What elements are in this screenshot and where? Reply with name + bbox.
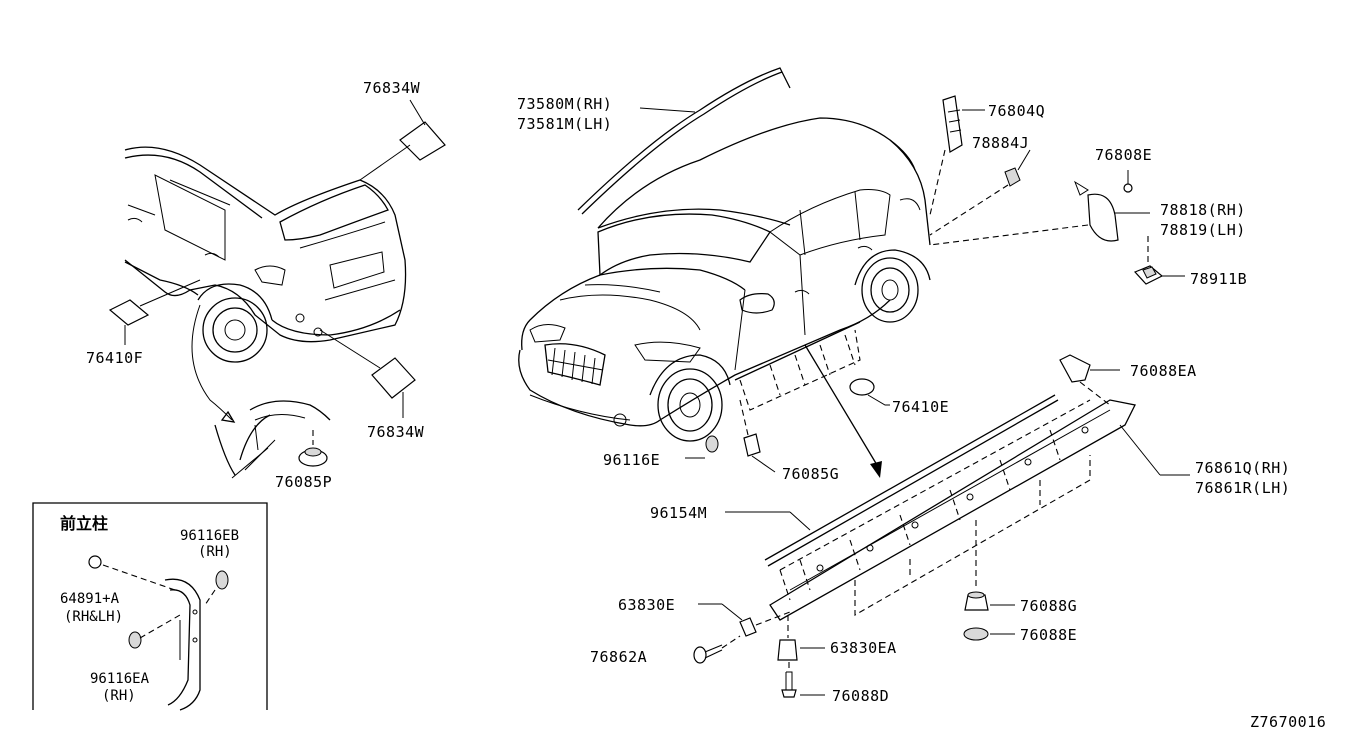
label-76410f: 76410F <box>86 349 143 367</box>
label-96116eb: 96116EB <box>180 528 239 544</box>
fuel-lid-icon <box>929 170 1150 246</box>
grommet-96116e-icon <box>685 435 719 459</box>
label-78884j: 78884J <box>972 134 1029 152</box>
label-96116e: 96116E <box>603 451 660 469</box>
clip-76088e-icon <box>963 627 1015 641</box>
label-73581m: 73581M(LH) <box>517 115 612 133</box>
label-76088g: 76088G <box>1020 597 1077 615</box>
diagram-id: Z7670016 <box>1250 713 1326 731</box>
label-76862a: 76862A <box>590 648 647 666</box>
clip-76088ea-icon <box>1059 354 1120 406</box>
label-73580m: 73580M(RH) <box>517 95 612 113</box>
label-64891a: 64891+A <box>60 591 120 607</box>
screw-76862a-icon <box>693 635 741 664</box>
pillar-inset <box>32 502 268 711</box>
clip-76085g-icon <box>739 399 776 473</box>
rear-fender-detail-icon <box>214 400 331 479</box>
label-96116ea: 96116EA <box>90 671 150 687</box>
label-76085g: 76085G <box>782 465 839 483</box>
pad-76834w-top-icon <box>399 121 446 161</box>
label-76085p: 76085P <box>275 473 332 491</box>
label-76861r: 76861R(LH) <box>1195 479 1290 497</box>
clip-76088g-icon <box>964 520 1015 611</box>
clip-78911b-icon <box>1133 235 1185 285</box>
clip-78884j-icon <box>929 149 1031 236</box>
clip-63830ea-icon <box>777 615 825 661</box>
pad-76410f-icon <box>108 299 150 326</box>
label-76410e: 76410E <box>892 398 949 416</box>
label-76804q: 76804Q <box>988 102 1045 120</box>
label-76834w-top: 76834W <box>363 79 421 97</box>
rear-car-view-icon <box>124 146 407 423</box>
label-76861q: 76861Q(RH) <box>1195 459 1290 477</box>
label-76808e: 76808E <box>1095 146 1152 164</box>
roof-molding-icon <box>577 67 791 215</box>
label-63830ea: 63830EA <box>830 639 897 657</box>
label-76834w-bottom: 76834W <box>367 423 425 441</box>
clip-63830e-icon <box>698 603 791 637</box>
clip-76085p-icon <box>298 430 328 467</box>
label-96116eb-side: (RH) <box>198 544 232 560</box>
label-76088d: 76088D <box>832 687 889 705</box>
front-car-view-icon <box>518 117 931 442</box>
label-76088ea: 76088EA <box>1130 362 1197 380</box>
label-96116ea-side: (RH) <box>102 688 136 704</box>
inset-title: 前立柱 <box>60 514 108 533</box>
label-96154m: 96154M <box>650 504 707 522</box>
label-63830e: 63830E <box>618 596 675 614</box>
label-78911b: 78911B <box>1190 270 1247 288</box>
label-78818: 78818(RH) <box>1160 201 1246 219</box>
label-64891a-side: (RH&LH) <box>64 609 123 625</box>
screw-76088d-icon <box>781 662 825 698</box>
label-78819: 78819(LH) <box>1160 221 1246 239</box>
pad-76834w-bottom-icon <box>371 357 416 399</box>
side-sill-molding-icon <box>764 394 1136 621</box>
cap-76410e-icon <box>849 378 890 406</box>
label-76088e: 76088E <box>1020 626 1077 644</box>
garnish-76804q-icon <box>929 95 985 216</box>
